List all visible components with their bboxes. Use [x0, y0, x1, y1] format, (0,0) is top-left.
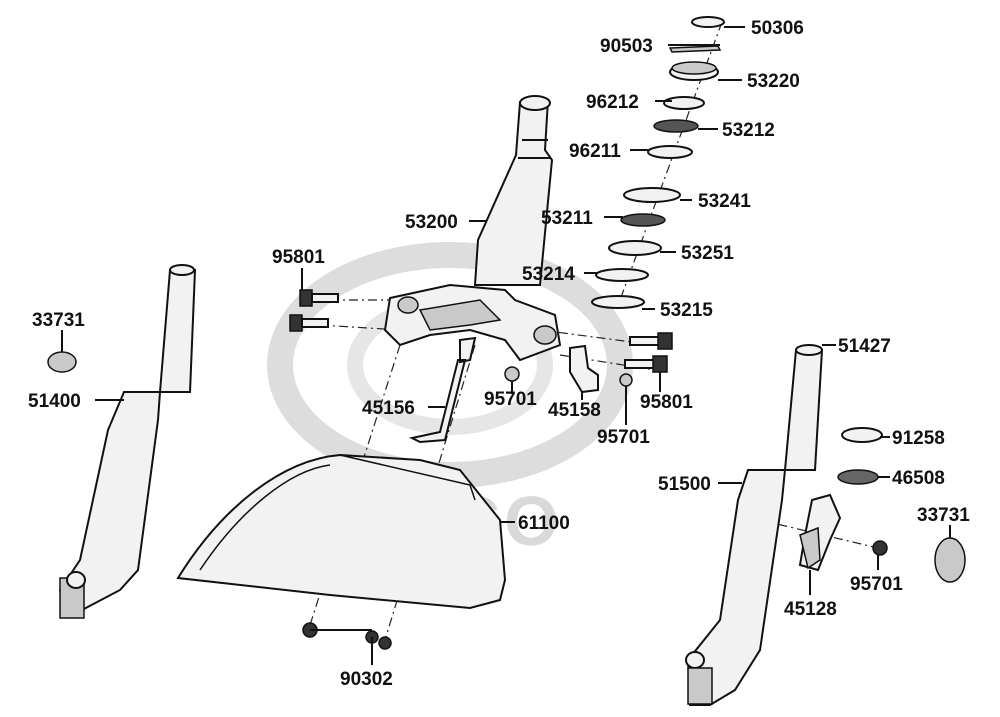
label-45128: 45128	[784, 599, 837, 620]
label-90503: 90503	[600, 36, 653, 57]
label-51500: 51500	[658, 474, 711, 495]
fender-screws	[302, 622, 392, 650]
front-fender	[176, 453, 507, 610]
leader-lines	[61, 26, 951, 665]
label-95701-a: 95701	[484, 389, 537, 410]
label-51427: 51427	[838, 336, 891, 357]
caliper-bracket	[798, 493, 842, 572]
label-45158: 45158	[548, 400, 601, 421]
label-53215: 53215	[660, 300, 713, 321]
steering-stem	[473, 95, 554, 286]
yoke-bolts-left	[289, 289, 339, 332]
label-61100: 61100	[518, 513, 570, 534]
label-95701-c: 95701	[850, 574, 903, 595]
spring-46508	[837, 469, 879, 485]
label-53214: 53214	[522, 264, 575, 285]
label-33731-right: 33731	[917, 505, 970, 526]
label-45156: 45156	[362, 398, 415, 419]
label-95801-right: 95801	[640, 392, 693, 413]
part-labels: 50306 90503 53220 96212 53212 96211 5324…	[28, 18, 970, 690]
label-53241: 53241	[698, 191, 751, 212]
seal-91258	[841, 427, 883, 443]
label-96211: 96211	[569, 141, 621, 162]
label-91258: 91258	[892, 428, 945, 449]
label-53200: 53200	[405, 212, 458, 233]
label-90302: 90302	[340, 669, 393, 690]
label-53251: 53251	[681, 243, 734, 264]
label-96212: 96212	[586, 92, 639, 113]
nut-95701-c	[872, 540, 888, 556]
label-50306: 50306	[751, 18, 804, 39]
nut-95701-a	[504, 366, 520, 382]
label-51400: 51400	[28, 391, 81, 412]
bracket-45158	[569, 344, 599, 394]
fork-cap-right	[934, 537, 966, 583]
label-95801-top: 95801	[272, 247, 325, 268]
label-33731-left: 33731	[32, 310, 85, 331]
left-fork-assembly	[58, 264, 197, 619]
label-46508: 46508	[892, 468, 945, 489]
right-fork-assembly	[685, 344, 824, 706]
steering-yoke	[383, 283, 562, 362]
nut-95701-b	[619, 373, 633, 387]
label-53211: 53211	[541, 208, 593, 229]
bearing-stack	[591, 16, 725, 309]
label-53220: 53220	[747, 71, 800, 92]
fork-cap-left	[47, 351, 77, 373]
label-95701-b: 95701	[597, 427, 650, 448]
label-53212: 53212	[722, 120, 775, 141]
bracket-45156	[409, 336, 477, 444]
yoke-bolts-right	[624, 332, 673, 373]
